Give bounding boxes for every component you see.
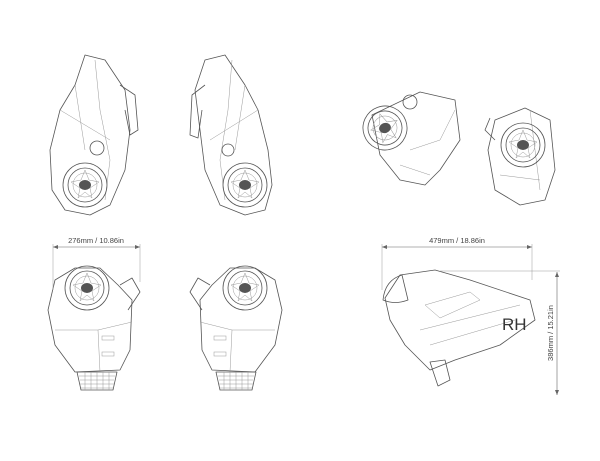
dimension-side-height: 386mm / 15.21in	[440, 270, 560, 395]
pod-view-side-rh: RH	[382, 269, 536, 387]
pod-view-iso-left	[356, 91, 461, 186]
pod-view-top-middle	[189, 54, 273, 216]
dimension-front-width: 276mm / 10.86in	[52, 236, 141, 290]
pod-view-top-left	[49, 54, 139, 216]
side-width-label: 479mm / 18.86in	[429, 236, 485, 245]
dimension-side-width: 479mm / 18.86in	[381, 236, 533, 290]
side-height-label: 386mm / 15.21in	[546, 305, 555, 361]
pod-view-iso-right	[484, 107, 556, 206]
front-width-label: 276mm / 10.86in	[68, 236, 124, 245]
pod-view-front-right	[189, 265, 283, 391]
pod-view-front-left	[47, 265, 141, 391]
side-label: RH	[502, 315, 527, 334]
